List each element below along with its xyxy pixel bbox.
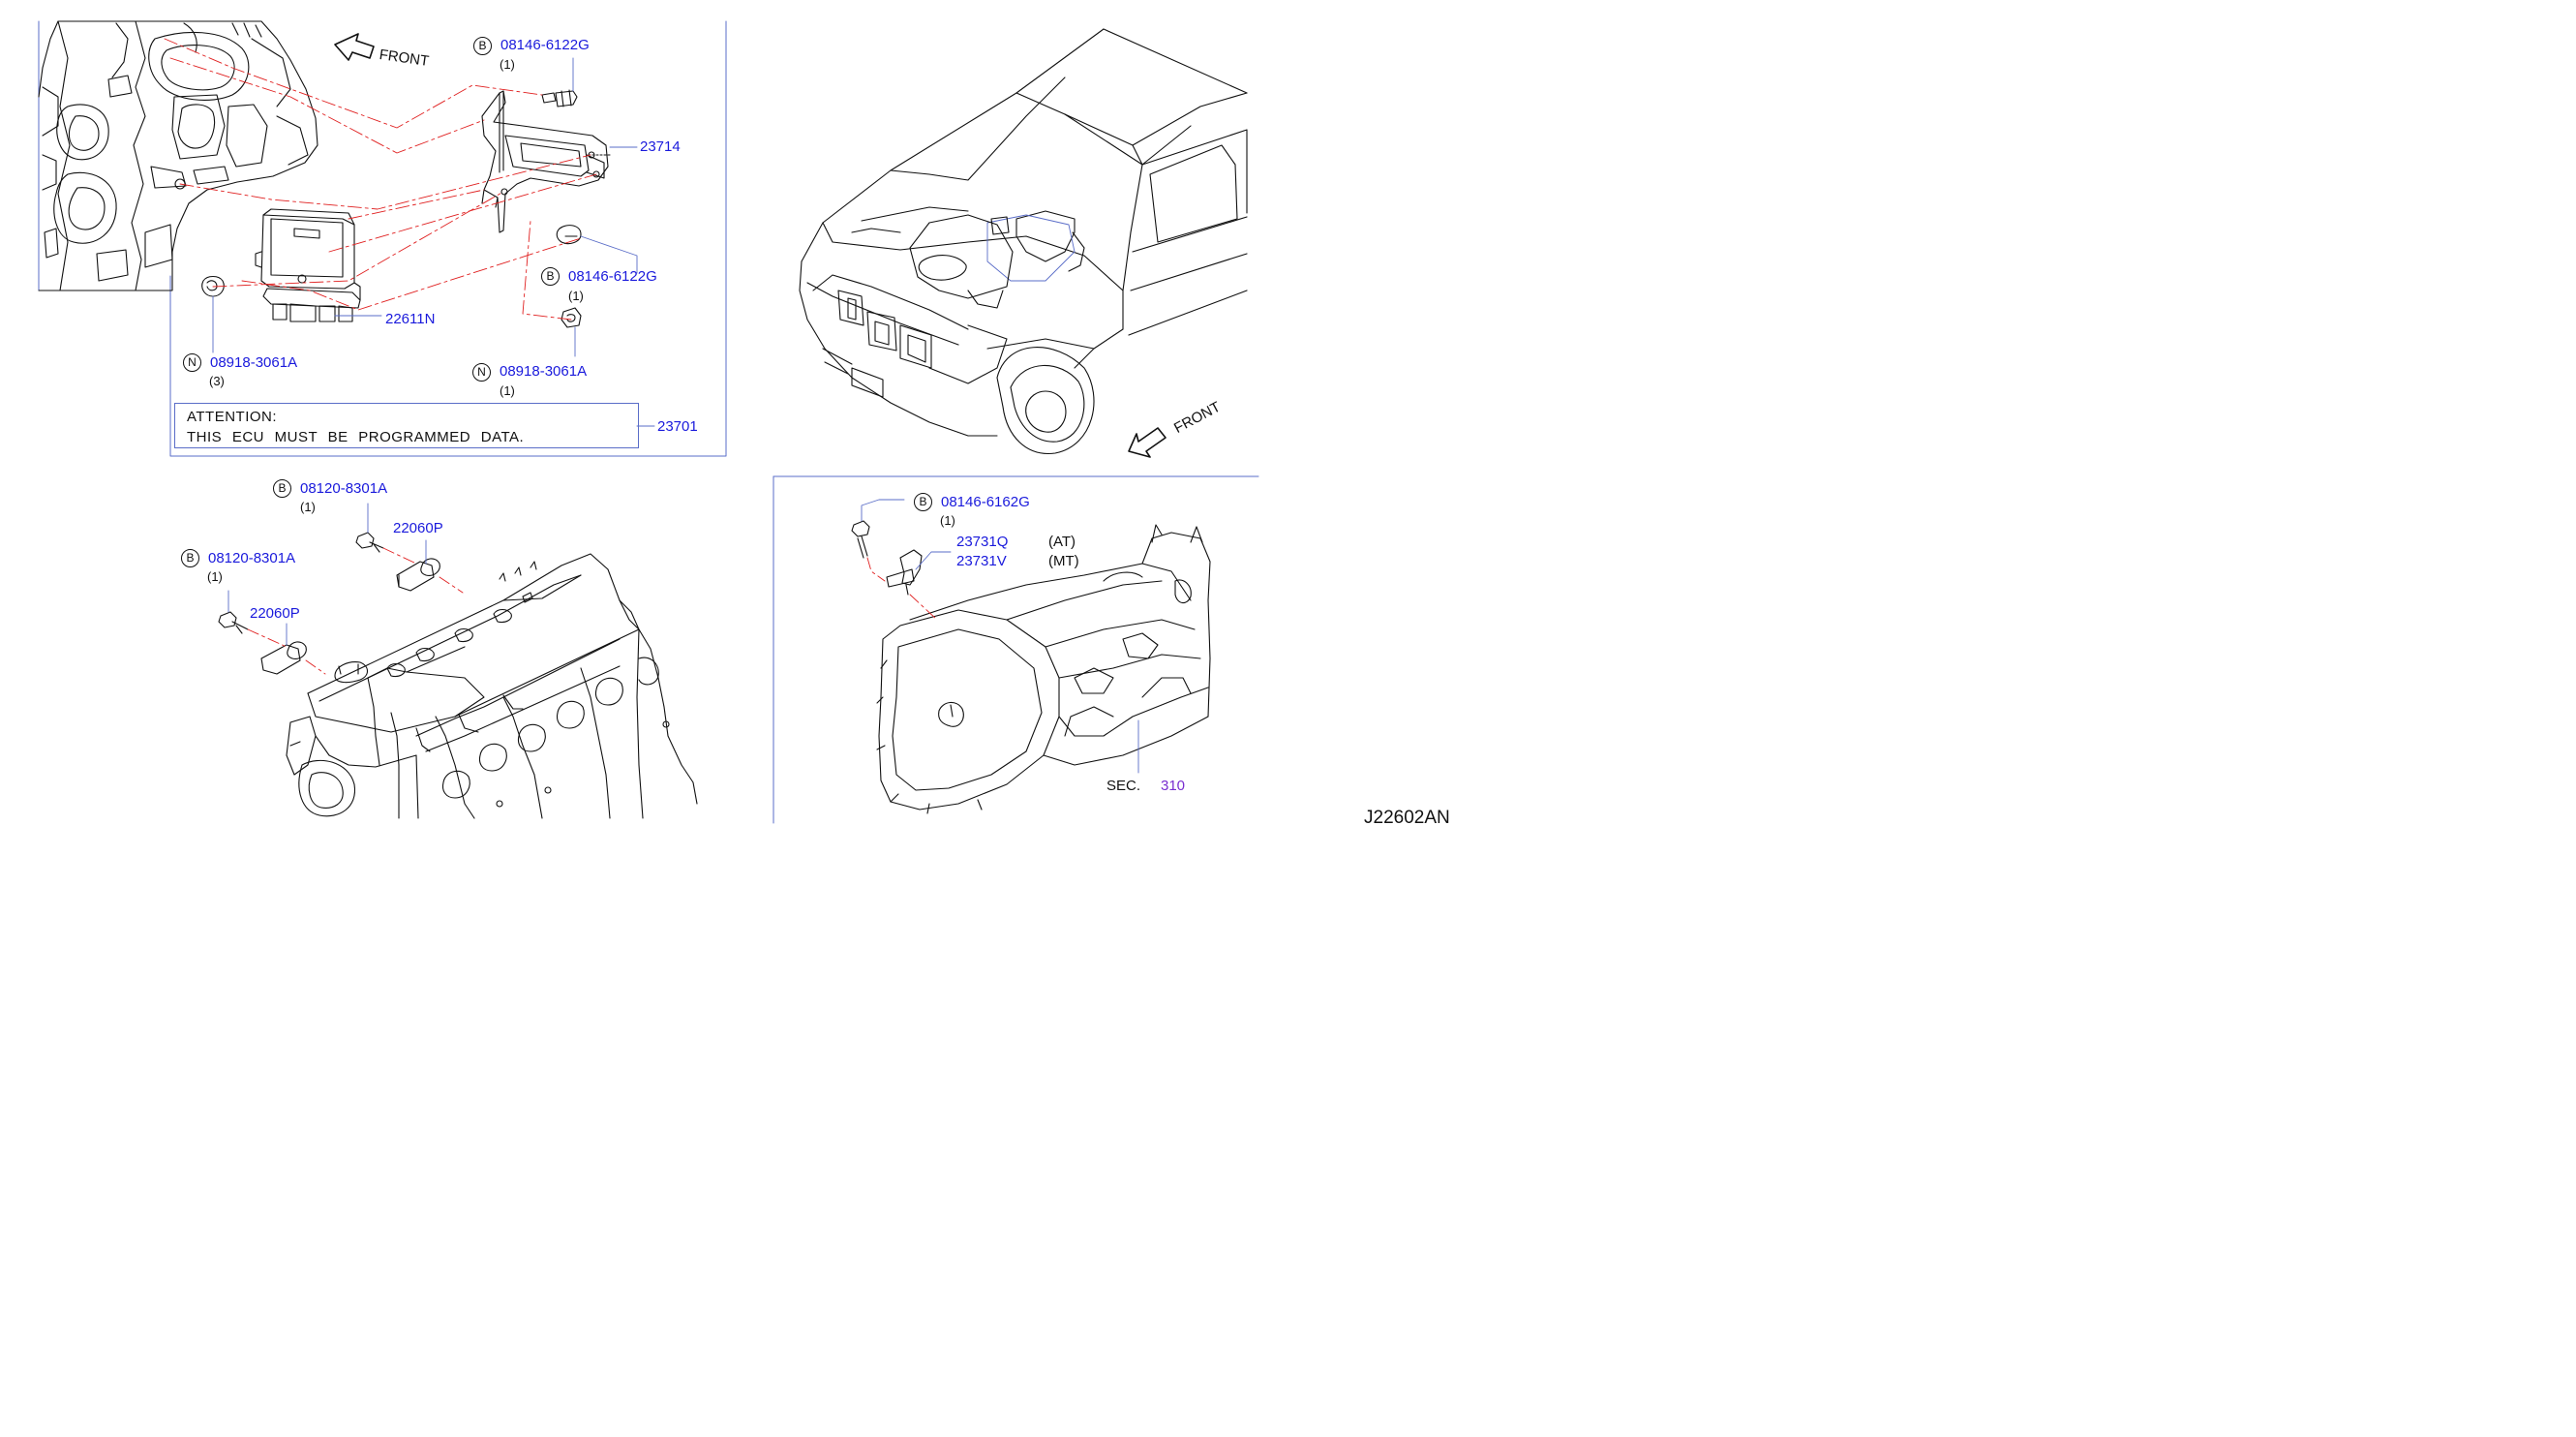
bolt-symbol-b: B bbox=[273, 479, 291, 498]
bolt-part-number[interactable]: 08146-6122G bbox=[500, 37, 590, 53]
bolt-symbol-b: B bbox=[181, 549, 199, 567]
nut-quantity: (3) bbox=[209, 374, 225, 388]
phantom-lines-engine bbox=[247, 547, 464, 675]
firewall-panel-drawing bbox=[38, 20, 318, 291]
bolt-quantity: (1) bbox=[500, 57, 515, 72]
attention-text: THIS ECU MUST BE PROGRAMMED DATA. bbox=[187, 429, 525, 445]
knock-sensor-part-number[interactable]: 22060P bbox=[393, 520, 443, 536]
transmission-drawing bbox=[876, 524, 1211, 814]
ecu-part-number[interactable]: 22611N bbox=[385, 311, 436, 327]
nut-right-drawing bbox=[561, 307, 582, 328]
bolt-quantity: (1) bbox=[300, 500, 316, 514]
panel-frames bbox=[38, 20, 1259, 824]
leader-lines bbox=[212, 57, 1139, 774]
bolt-part-number[interactable]: 08146-6122G bbox=[568, 268, 657, 285]
engine-bolt-upper-drawing bbox=[355, 532, 384, 553]
knock-sensor-upper-drawing bbox=[396, 558, 440, 592]
speed-sensor-at-variant: (AT) bbox=[1048, 534, 1076, 550]
section-prefix: SEC. bbox=[1106, 778, 1141, 794]
ecu-drawing bbox=[255, 208, 361, 322]
bolt-part-number[interactable]: 08120-8301A bbox=[300, 480, 388, 497]
ecu-bracket-drawing bbox=[481, 90, 611, 233]
bracket-part-number[interactable]: 23714 bbox=[640, 138, 681, 155]
bolt-mid-drawing bbox=[556, 225, 582, 245]
nut-symbol-n: N bbox=[183, 353, 201, 372]
ecu-assembly-part-number[interactable]: 23701 bbox=[657, 418, 698, 435]
parts-diagram: FRONT FRONT B 08146-6122G (1) 23714 B 08… bbox=[0, 0, 1502, 840]
speed-sensor-drawing bbox=[886, 549, 923, 596]
bolt-symbol-b: B bbox=[473, 37, 492, 55]
engine-bolt-lower-drawing bbox=[218, 611, 249, 634]
bolt-quantity: (1) bbox=[568, 289, 584, 303]
bolt-part-number[interactable]: 08120-8301A bbox=[208, 550, 296, 566]
diagram-drawing bbox=[38, 20, 1259, 824]
speed-sensor-mt-part-number[interactable]: 23731V bbox=[956, 553, 1007, 569]
section-number-link[interactable]: 310 bbox=[1161, 778, 1186, 794]
nut-symbol-n: N bbox=[472, 363, 491, 382]
bolt-part-number[interactable]: 08146-6162G bbox=[941, 494, 1030, 510]
bolt-symbol-b: B bbox=[914, 493, 932, 511]
attention-box: ATTENTION: THIS ECU MUST BE PROGRAMMED D… bbox=[174, 403, 639, 448]
trans-bolt-drawing bbox=[851, 520, 870, 559]
front-arrow-vehicle bbox=[1128, 427, 1167, 458]
bolt-quantity: (1) bbox=[940, 513, 955, 528]
knock-sensor-part-number[interactable]: 22060P bbox=[250, 605, 300, 622]
engine-drawing bbox=[286, 553, 698, 819]
bolt-quantity: (1) bbox=[207, 569, 223, 584]
nut-part-number[interactable]: 08918-3061A bbox=[210, 354, 298, 371]
speed-sensor-at-part-number[interactable]: 23731Q bbox=[956, 534, 1009, 550]
vehicle-drawing bbox=[799, 28, 1248, 454]
nut-quantity: (1) bbox=[500, 383, 515, 398]
attention-heading: ATTENTION: bbox=[187, 409, 278, 425]
diagram-id: J22602AN bbox=[1364, 808, 1450, 828]
speed-sensor-mt-variant: (MT) bbox=[1048, 553, 1079, 569]
knock-sensor-lower-drawing bbox=[260, 641, 307, 675]
bolt-top-drawing bbox=[541, 89, 578, 107]
nut-part-number[interactable]: 08918-3061A bbox=[500, 363, 588, 380]
phantom-lines-top bbox=[164, 38, 597, 321]
phantom-lines-trans bbox=[866, 557, 938, 621]
bolt-symbol-b: B bbox=[541, 267, 560, 286]
front-arrow-top bbox=[334, 33, 375, 61]
